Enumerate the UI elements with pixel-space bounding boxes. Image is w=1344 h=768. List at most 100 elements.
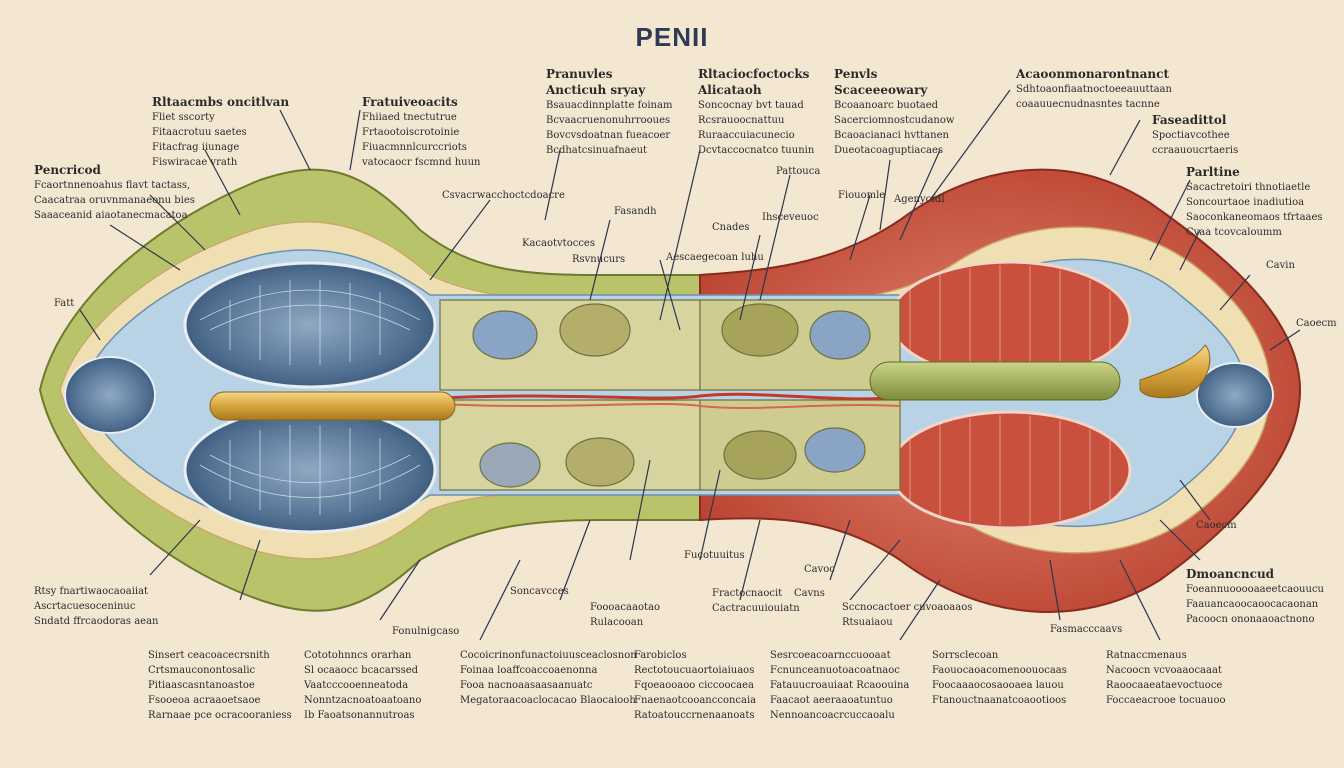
right-green-rod	[869, 361, 1121, 401]
label-head: Fratuiveoacits	[362, 95, 458, 109]
label-line: Caacatraa oruvnmanaeonu bies	[34, 195, 195, 206]
label-inner-b: Kacaotvtocces	[522, 236, 595, 251]
leader-line	[659, 259, 681, 331]
label-line: Sinsert ceacoacecrsnith	[148, 650, 270, 661]
label-line: Faacaot aeeraaoatuntuo	[770, 695, 893, 706]
leader-line	[899, 149, 941, 241]
label-line: Fasandh	[614, 206, 657, 217]
leader-line	[759, 174, 791, 301]
label-line: Cavns	[794, 588, 825, 599]
label-line: Foooacaaotao	[590, 602, 660, 613]
label-line: Aescaegecoan luhu	[666, 252, 764, 263]
leader-line	[149, 519, 201, 576]
label-line: Bsauacdinnplatte foinam	[546, 100, 673, 111]
right-tip-rod	[1139, 344, 1211, 399]
leader-line	[849, 539, 901, 601]
leader-line	[629, 459, 651, 561]
label-line: Fhiiaed tnectutrue	[362, 112, 457, 123]
label-line: Fatt	[54, 298, 75, 309]
label-bottom-l4: Fonulnigcaso	[392, 624, 459, 639]
label-bottom-r1: Sesrcoeacoarnccuooaat Fcnunceanuotoacoat…	[770, 648, 909, 723]
label-bottom-r4: Fasmacccaavs	[1050, 622, 1122, 637]
label-line: Pitiaascasntanoastoe	[148, 680, 255, 691]
label-line: Sndatd ffrcaodoras aean	[34, 616, 159, 627]
label-bottom-m5b: Fractocnaocit Cactracuuiouiatn	[712, 586, 800, 616]
right-lower-chamber	[888, 410, 1132, 530]
leader-line	[109, 224, 181, 271]
label-line: Ib Faoatsonannutroas	[304, 710, 415, 721]
label-bottom-m7: Cavns	[794, 586, 825, 601]
central-vessel	[439, 392, 901, 401]
leader-line	[899, 579, 941, 641]
leader-line	[1219, 274, 1251, 311]
label-line: Caoecm	[1196, 520, 1237, 531]
leader-line	[279, 109, 311, 171]
label-bottom-m6: Cavoc	[804, 562, 835, 577]
leader-line	[659, 149, 701, 321]
leader-line	[739, 234, 761, 321]
label-far-right-1: Cavin	[1266, 258, 1295, 273]
label-line: Sorrsclecoan	[932, 650, 999, 661]
label-line: Fitaacrotuu saetes	[152, 127, 247, 138]
label-line: Sacactretoiri thnotiaetle	[1186, 182, 1311, 193]
label-sub: Ancticuh sryay	[546, 83, 646, 97]
label-inner-g: Ihsceveuoc	[762, 210, 819, 225]
label-line: Cocoicrinonfunactoiuusceaclosnon	[460, 650, 637, 661]
central-tissue	[439, 299, 901, 491]
label-sub: Alicataoh	[698, 83, 762, 97]
label-inner-a: Csvacrwacchoctcdoacre	[442, 188, 565, 203]
label-top-right-1: Acaoonmonarontnanct Sdhtoaonfiaatnoctoee…	[1016, 66, 1172, 112]
label-inner-c: Rsvnucurs	[572, 252, 625, 267]
label-head: Pranuvles	[546, 67, 613, 81]
label-bottom-l2: Sinsert ceacoacecrsnith Crtsmauconontosa…	[148, 648, 292, 723]
label-line: Caoecm	[1296, 318, 1337, 329]
label-head: Acaoonmonarontnanct	[1016, 67, 1169, 81]
label-line: Cototohnncs orarhan	[304, 650, 412, 661]
label-line: Kacaotvtocces	[522, 238, 595, 249]
label-bottom-m3: Foooacaaotao Rulacooan	[590, 600, 660, 630]
label-line: Nonntzacnoatoaatoano	[304, 695, 422, 706]
label-line: Sacerciomnostcudanow	[834, 115, 955, 126]
leader-line	[379, 559, 421, 621]
label-line: Fatauucroauiaat Rcaoouina	[770, 680, 910, 691]
label-top-3: Pranuvles Ancticuh sryay Bsauacdinnplatt…	[546, 66, 672, 158]
label-line: coaauuecnudnasntes tacnne	[1016, 99, 1160, 110]
label-line: Fractocnaocit	[712, 588, 783, 599]
label-line: Fiuacmnnlcurccriots	[362, 142, 467, 153]
label-inner-d: Fasandh	[614, 204, 657, 219]
label-bottom-l3: Cototohnncs orarhan Sl ocaaocc bcacarsse…	[304, 648, 421, 723]
label-line: Foinaa loaffcoaccoaenonna	[460, 665, 598, 676]
diagram-title: PENII	[635, 22, 709, 52]
label-line: Fiswiracae vrath	[152, 157, 238, 168]
label-line: Fiouomle	[838, 190, 886, 201]
label-top-left-2: Fratuiveoacits Fhiiaed tnectutrue Frtaoo…	[362, 94, 481, 170]
label-line: Cnades	[712, 222, 750, 233]
central-vessel-2	[439, 403, 901, 409]
leader-line	[559, 519, 591, 601]
label-line: Faouocaoacomenoouocaas	[932, 665, 1067, 676]
label-line: Fucotuuitus	[684, 550, 745, 561]
label-right-low-2: Caoecm	[1196, 518, 1237, 533]
leader-line	[929, 89, 1011, 201]
label-sub: Scaceeeowary	[834, 83, 928, 97]
label-line: Soncavcces	[510, 586, 569, 597]
label-line: Fasmacccaavs	[1050, 624, 1123, 635]
label-line: Rarnaae pce ocracooraniess	[148, 710, 292, 721]
label-line: Crtsmauconontosalic	[148, 665, 256, 676]
label-line: Sesrcoeacoarnccuooaat	[770, 650, 891, 661]
label-line: Farobiclos	[634, 650, 687, 661]
leader-line	[699, 469, 721, 561]
leader-line	[1159, 519, 1201, 561]
label-line: Agenycfdl	[894, 194, 945, 205]
label-line: Csvacrwacchoctcdoacre	[442, 190, 565, 201]
label-line: Fliet sscorty	[152, 112, 215, 123]
leader-line	[1269, 329, 1301, 351]
label-line: Fnaenaotcooancconcaia	[634, 695, 757, 706]
label-line: Bcaoacianaci hvttanen	[834, 130, 949, 141]
right-fiber-pattern	[909, 265, 1111, 525]
label-line: Ascrtacuesoceninuc	[34, 601, 136, 612]
label-top-5: Penvls Scaceeeowary Bcoaanoarc buotaed S…	[834, 66, 954, 158]
leader-line	[349, 109, 361, 171]
leader-line	[1109, 119, 1141, 176]
